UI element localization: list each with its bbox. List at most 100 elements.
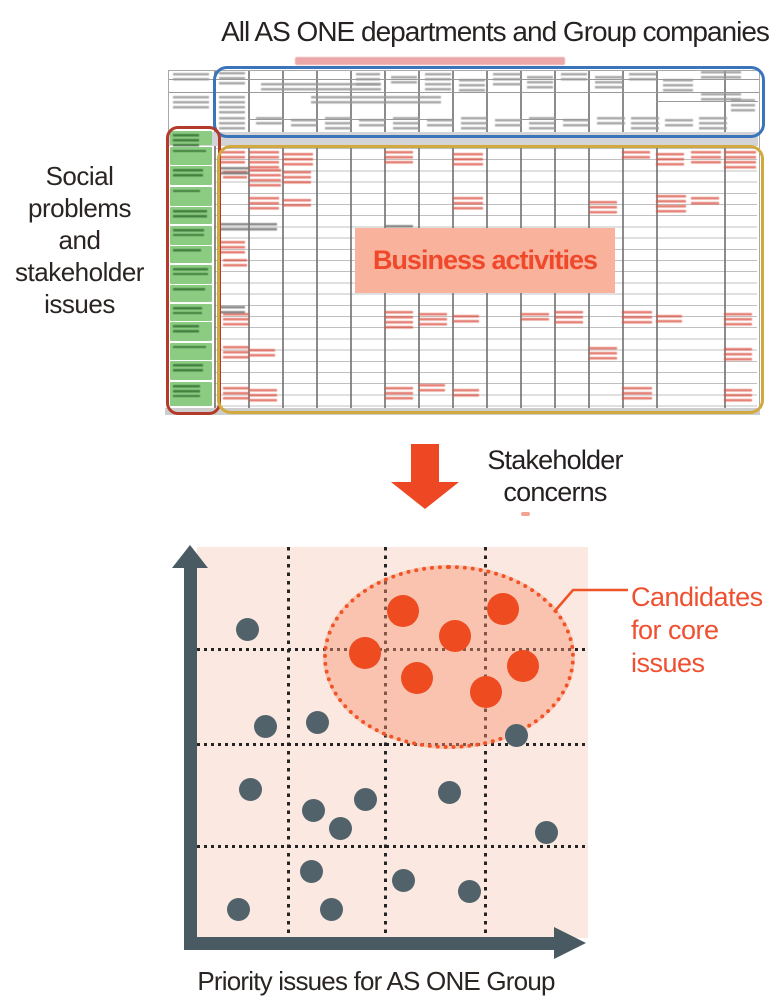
candidates-leader-line bbox=[553, 588, 628, 613]
matrix-issue-cell bbox=[170, 246, 212, 263]
matrix-noise bbox=[316, 71, 318, 409]
matrix-issue-cell bbox=[170, 381, 212, 406]
departments-outline-box bbox=[213, 66, 765, 138]
matrix-sheet-title-blur bbox=[295, 57, 565, 65]
matrix-noise bbox=[223, 313, 249, 326]
matrix-noise bbox=[529, 117, 555, 130]
matrix-noise bbox=[219, 241, 245, 254]
matrix-noise bbox=[256, 117, 282, 125]
matrix-noise bbox=[724, 389, 752, 402]
matrix-noise bbox=[691, 197, 719, 205]
matrix-issue-cell-text-blur bbox=[173, 189, 200, 192]
core-issue-dot bbox=[487, 593, 520, 626]
business-activities-badge: Business activities bbox=[355, 228, 615, 293]
issue-dot bbox=[301, 799, 325, 823]
matrix-noise bbox=[631, 117, 659, 130]
down-arrow-icon bbox=[411, 444, 439, 483]
matrix-issue-cell-text-blur bbox=[173, 364, 203, 372]
issue-dot bbox=[235, 618, 259, 642]
matrix-noise bbox=[223, 259, 247, 267]
x-axis-arrow-icon bbox=[554, 927, 586, 959]
gridline-vertical bbox=[286, 547, 290, 938]
matrix-noise bbox=[453, 197, 483, 210]
issue-dot bbox=[253, 715, 277, 739]
matrix-issue-cell-text-blur bbox=[173, 306, 202, 314]
matrix-noise bbox=[425, 73, 451, 91]
matrix-noise bbox=[691, 151, 721, 164]
issue-dot bbox=[535, 820, 559, 844]
matrix-issue-cell-text-blur bbox=[173, 325, 199, 333]
matrix-noise bbox=[527, 76, 553, 89]
x-axis-label: Priority issues for AS ONE Group bbox=[197, 966, 555, 996]
matrix-noise bbox=[248, 71, 250, 409]
matrix-noise bbox=[282, 71, 284, 409]
matrix-noise bbox=[173, 96, 209, 109]
matrix-issue-cell bbox=[170, 342, 212, 360]
matrix-issue-cell-text-blur bbox=[173, 345, 206, 348]
matrix-issue-cell bbox=[170, 146, 212, 165]
matrix-noise bbox=[219, 96, 245, 114]
matrix-noise bbox=[356, 73, 380, 86]
matrix-noise bbox=[521, 313, 549, 321]
matrix-noise bbox=[656, 195, 686, 213]
matrix-issue-cell bbox=[170, 225, 212, 245]
matrix-issue-cell-text-blur bbox=[173, 228, 204, 236]
matrix-noise bbox=[453, 315, 479, 323]
core-issue-dot bbox=[349, 636, 382, 669]
matrix-noise bbox=[622, 151, 650, 159]
matrix-issue-cell-text-blur bbox=[173, 288, 205, 291]
matrix-noise bbox=[311, 96, 441, 104]
matrix-noise bbox=[249, 197, 279, 210]
matrix-issue-cell bbox=[170, 322, 212, 341]
matrix-noise bbox=[724, 151, 756, 169]
matrix-noise bbox=[724, 71, 726, 409]
matrix-noise bbox=[622, 387, 652, 400]
matrix-noise bbox=[453, 389, 479, 397]
matrix-noise bbox=[561, 73, 587, 81]
matrix-noise bbox=[391, 76, 417, 84]
matrix-issue-cell bbox=[170, 264, 212, 284]
matrix-noise bbox=[622, 71, 624, 409]
matrix-noise bbox=[453, 153, 483, 166]
matrix-noise bbox=[419, 384, 445, 392]
down-arrow-head-icon bbox=[391, 482, 459, 509]
matrix-noise bbox=[555, 311, 583, 324]
matrix-noise bbox=[249, 349, 275, 357]
matrix-issue-cell-text-blur bbox=[173, 249, 201, 252]
matrix-issue-cell bbox=[170, 131, 212, 147]
matrix-noise bbox=[359, 119, 385, 127]
priority-scatter-plot bbox=[197, 547, 588, 938]
matrix-noise bbox=[461, 117, 487, 130]
matrix-noise bbox=[665, 119, 693, 127]
matrix-noise bbox=[724, 313, 752, 326]
issue-dot bbox=[319, 897, 343, 921]
matrix-noise bbox=[393, 117, 419, 130]
issues-outline-box bbox=[166, 126, 221, 415]
matrix-noise bbox=[656, 315, 682, 323]
matrix-issue-cell-text-blur bbox=[173, 267, 208, 275]
matrix-issue-cell bbox=[170, 186, 212, 206]
matrix-noise bbox=[701, 71, 741, 79]
matrix-noise bbox=[495, 119, 521, 127]
matrix-noise bbox=[459, 79, 485, 92]
issue-dot bbox=[239, 778, 263, 802]
matrix-issue-cell-text-blur bbox=[173, 210, 207, 218]
matrix-noise bbox=[656, 101, 758, 102]
y-axis bbox=[184, 564, 197, 950]
matrix-noise bbox=[419, 313, 447, 326]
matrix-noise bbox=[493, 73, 521, 86]
matrix-noise bbox=[656, 153, 684, 166]
matrix-noise bbox=[283, 199, 311, 207]
issue-dot bbox=[227, 897, 251, 921]
issue-dot bbox=[306, 710, 330, 734]
matrix-noise bbox=[283, 171, 311, 184]
matrix-noise bbox=[385, 151, 413, 164]
matrix-noise bbox=[169, 92, 759, 93]
matrix-title: All AS ONE departments and Group compani… bbox=[221, 16, 770, 47]
matrix-noise bbox=[223, 387, 249, 400]
matrix-noise bbox=[219, 223, 249, 231]
matrix-noise bbox=[249, 169, 281, 187]
matrix-issue-cell-text-blur bbox=[173, 384, 200, 397]
matrix-noise bbox=[563, 119, 589, 127]
matrix-noise bbox=[629, 73, 657, 81]
